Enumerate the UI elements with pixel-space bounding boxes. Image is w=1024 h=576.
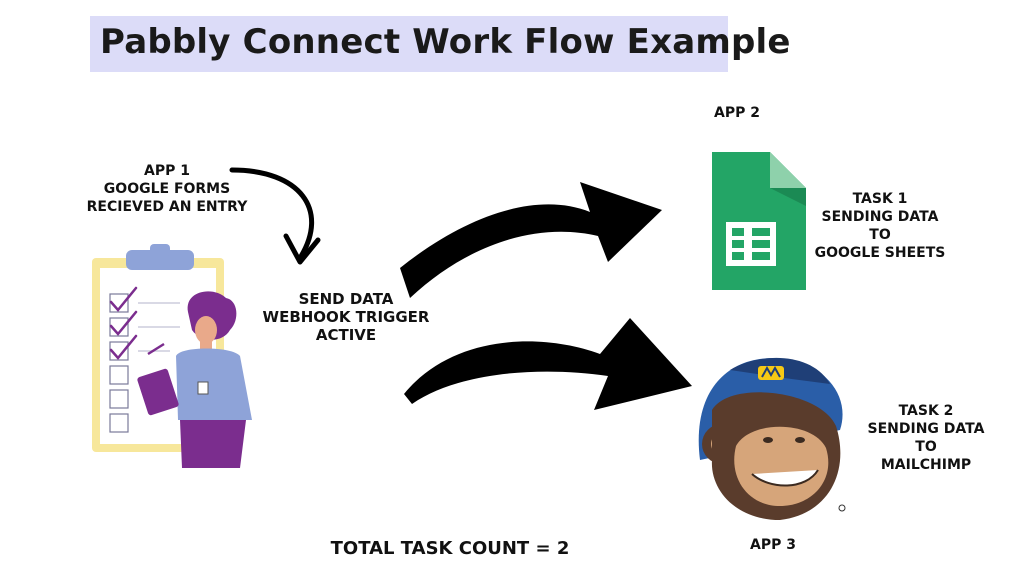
- google-sheets-icon: [712, 152, 806, 290]
- task2-line: TO: [915, 439, 937, 455]
- app1-line: GOOGLE FORMS: [103, 181, 231, 197]
- trigger-line: SEND DATA: [298, 290, 394, 308]
- task2-line: MAILCHIMP: [880, 457, 972, 473]
- title-background: [90, 16, 728, 72]
- app1-line: RECIEVED AN ENTRY: [86, 199, 248, 215]
- task1-line: TO: [869, 227, 891, 243]
- task2-line: SENDING DATA: [867, 421, 985, 437]
- big-arrow-icon: [400, 182, 662, 298]
- total-task-count: TOTAL TASK COUNT = 2: [330, 538, 570, 559]
- trigger-line: WEBHOOK TRIGGER: [262, 308, 430, 326]
- checklist-person-icon: [92, 244, 252, 468]
- task1-line: SENDING DATA: [821, 209, 939, 225]
- mailchimp-icon: [698, 357, 846, 520]
- app1-label: APP 1 GOOGLE FORMS RECIEVED AN ENTRY: [82, 162, 252, 216]
- task2-line: TASK 2: [898, 403, 954, 419]
- app1-line: APP 1: [144, 163, 190, 179]
- task1-label: TASK 1 SENDING DATA TO GOOGLE SHEETS: [810, 190, 950, 262]
- task1-line: GOOGLE SHEETS: [814, 245, 946, 261]
- trigger-line: ACTIVE: [315, 326, 377, 344]
- task1-line: TASK 1: [852, 191, 908, 207]
- app3-label: APP 3: [750, 537, 796, 553]
- page-title: Pabbly Connect Work Flow Example: [100, 22, 791, 62]
- trigger-label: SEND DATA WEBHOOK TRIGGER ACTIVE: [246, 290, 446, 344]
- curved-arrow-icon: [229, 167, 321, 265]
- app2-label: APP 2: [714, 105, 760, 121]
- big-arrow-icon: [404, 318, 692, 410]
- task2-label: TASK 2 SENDING DATA TO MAILCHIMP: [858, 402, 994, 474]
